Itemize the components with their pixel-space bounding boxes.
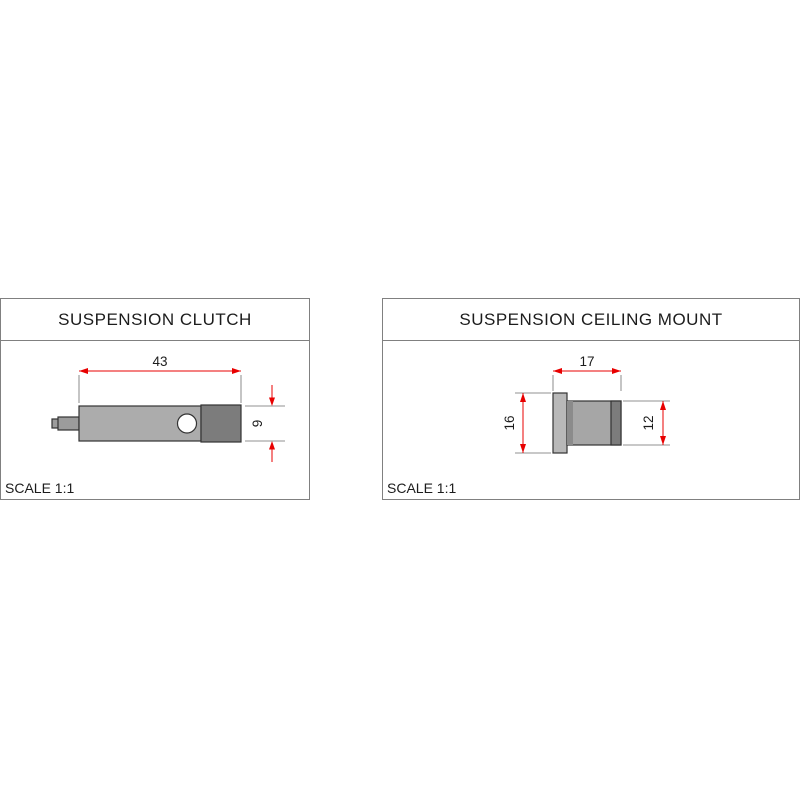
mount-flange (552, 392, 568, 454)
dim-value-length: 43 (152, 354, 167, 369)
dim-value-body: 12 (641, 415, 656, 430)
clutch-end-cap (200, 404, 242, 443)
panel-suspension-ceiling-mount: SUSPENSION CEILING MOUNT 17 (382, 298, 800, 500)
arrow-up-icon (520, 393, 526, 402)
arrow-up-icon (269, 441, 275, 450)
arrow-down-icon (269, 397, 275, 406)
mount-end-cap (610, 400, 622, 446)
dim-value-height: 9 (250, 420, 265, 428)
panel-title-ceiling-mount: SUSPENSION CEILING MOUNT (383, 299, 799, 341)
scale-label-clutch: SCALE 1:1 (5, 480, 75, 496)
clutch-drawing: 43 9 (51, 354, 285, 462)
panel-title-clutch: SUSPENSION CLUTCH (1, 299, 309, 341)
mount-body-shadow (567, 401, 573, 445)
dim-body-12: 12 (623, 400, 670, 446)
dim-length-43: 43 (78, 354, 242, 403)
dim-value-width: 17 (579, 354, 594, 369)
arrow-down-icon (660, 436, 666, 445)
clutch-hole (176, 413, 198, 434)
arrow-right-icon (612, 368, 621, 374)
dim-flange-16: 16 (502, 392, 551, 454)
arrow-right-icon (232, 368, 241, 374)
arrow-left-icon (553, 368, 562, 374)
dim-height-9: 9 (245, 385, 285, 462)
arrow-left-icon (79, 368, 88, 374)
clutch-part (51, 404, 242, 443)
ceiling-mount-drawing: 17 16 (502, 354, 670, 454)
clutch-rod (57, 416, 80, 431)
ceiling-mount-part (552, 392, 622, 454)
dim-value-flange: 16 (502, 415, 517, 430)
scale-label-ceiling-mount: SCALE 1:1 (387, 480, 457, 496)
dim-width-17: 17 (552, 354, 622, 391)
panel-suspension-clutch: SUSPENSION CLUTCH 43 (0, 298, 310, 500)
arrow-down-icon (520, 444, 526, 453)
arrow-up-icon (660, 401, 666, 410)
